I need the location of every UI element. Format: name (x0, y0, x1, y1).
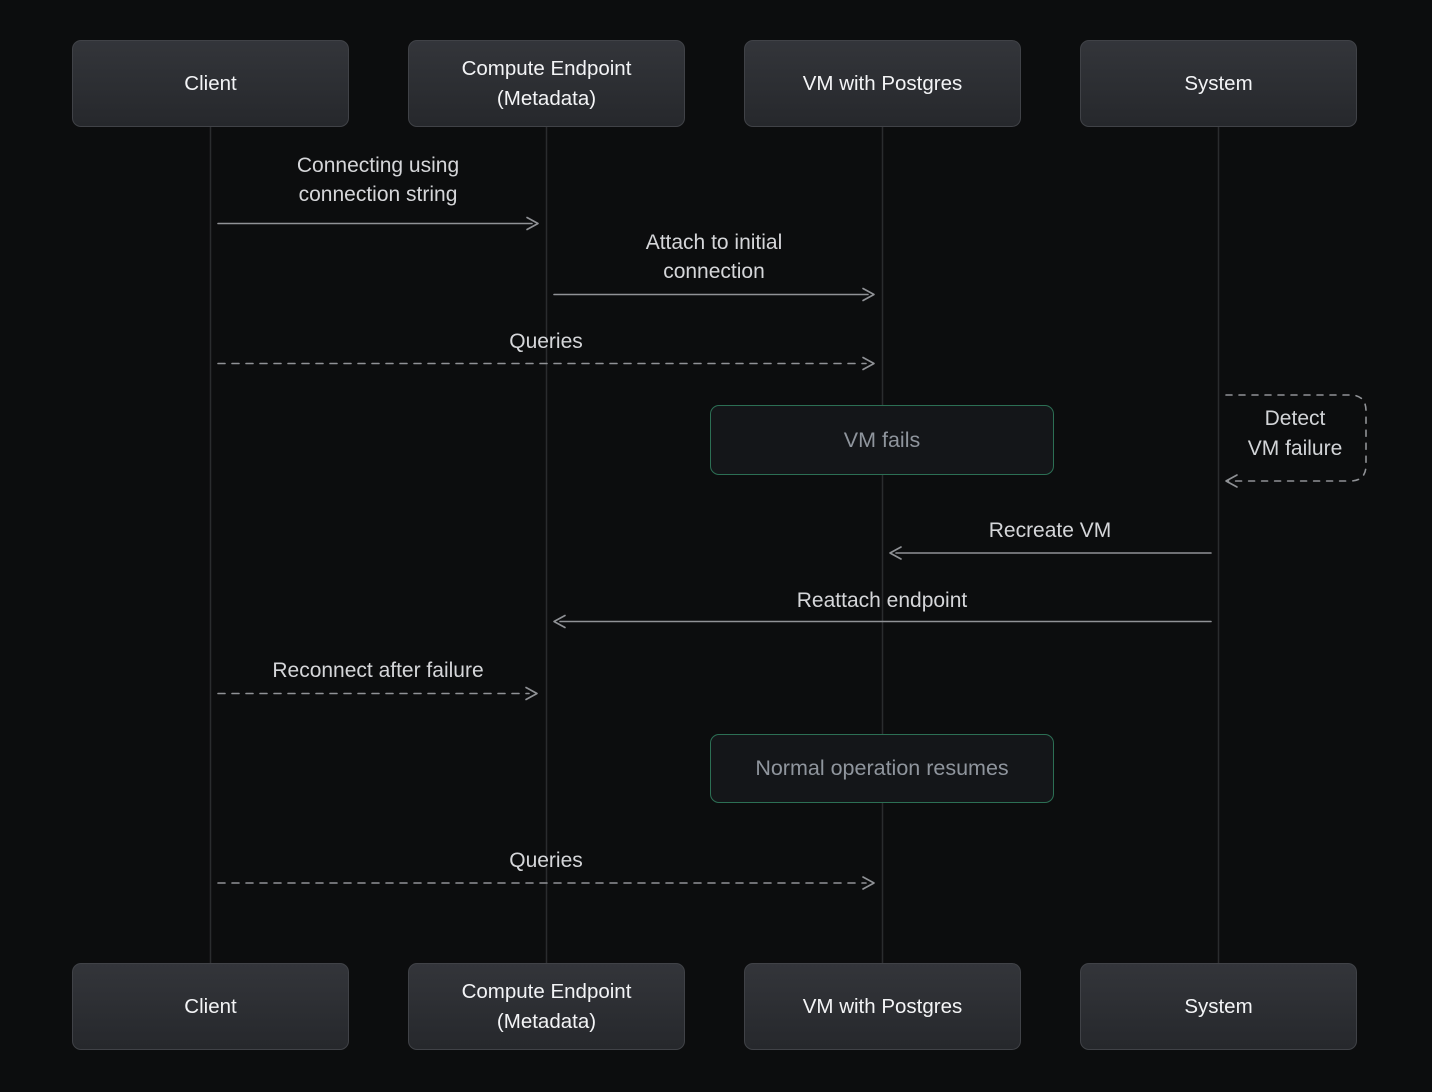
lifelines (209, 127, 1220, 963)
message-label-reattach-endpoint: Reattach endpoint (796, 589, 968, 612)
arrowhead-reattach-endpoint (553, 614, 566, 629)
actor-system-bottom: System (1080, 963, 1357, 1050)
arrowhead-queries-1 (862, 356, 875, 371)
actor-vm-postgres-bottom: VM with Postgres (744, 963, 1021, 1050)
actor-vm-postgres-top: VM with Postgres (744, 40, 1021, 127)
arrowhead-recreate-vm (889, 546, 902, 560)
message-label-connecting: Connecting using connection string (296, 154, 460, 206)
self-message-detect-vm-failure: Detect VM failure (1247, 407, 1343, 460)
note-normal-operation-resumes: Normal operation resumes (710, 734, 1054, 803)
actor-compute-endpoint-top: Compute Endpoint (Metadata) (408, 40, 685, 127)
arrowhead-reconnect (525, 686, 538, 701)
message-label-recreate-vm: Recreate VM (988, 519, 1112, 542)
note-vm-fails: VM fails (710, 405, 1054, 475)
actor-client-top: Client (72, 40, 349, 127)
arrowhead-connecting (526, 216, 539, 231)
message-label-attach: Attach to initial connection (645, 231, 783, 283)
self-loop-detect-vm-failure (1225, 394, 1367, 482)
actor-client-bottom: Client (72, 963, 349, 1050)
arrowhead-attach (862, 287, 875, 302)
message-label-queries-1: Queries (509, 330, 583, 353)
message-label-reconnect: Reconnect after failure (272, 659, 484, 682)
arrowhead-queries-2 (862, 876, 875, 890)
message-label-queries-2: Queries (509, 849, 583, 872)
actor-compute-endpoint-bottom: Compute Endpoint (Metadata) (408, 963, 685, 1050)
arrowhead-detect-vm-failure (1225, 474, 1238, 488)
actor-system-top: System (1080, 40, 1357, 127)
